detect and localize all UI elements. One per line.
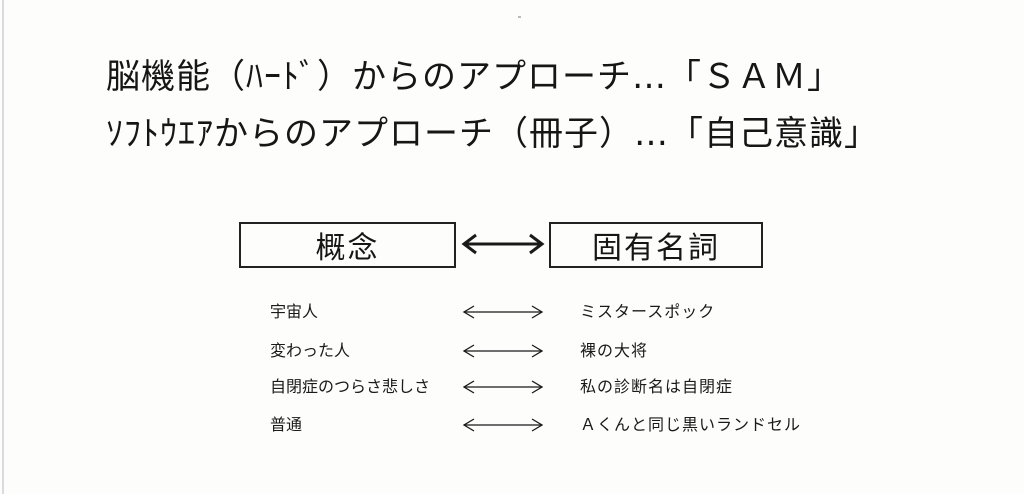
heading-software-approach: ｿﾌﾄｳｴｱからのアプローチ（冊子）…「自己意識」 [106,114,879,154]
double-arrow-icon [461,233,545,255]
heading-hardware-approach: 脳機能（ﾊｰﾄﾞ）からのアプローチ…「ＳＡＭ」 [106,57,842,97]
pair-right-term: ミスタースポック [580,302,716,321]
double-arrow-icon [462,418,544,432]
double-arrow-icon [462,380,544,394]
pair-left-term: 自閉症のつらさ悲しさ [270,377,431,396]
double-arrow-icon [462,305,544,319]
pair-right-term: Ａくんと同じ黒いランドセル [580,415,802,434]
pair-row: 宇宙人 ミスタースポック [0,299,1024,325]
scan-speck [518,16,521,18]
page-edge-line [2,0,4,494]
pair-right-term: 私の診断名は自閉症 [580,377,734,396]
pair-right-term: 裸の大将 [580,341,649,360]
pair-row: 自閉症のつらさ悲しさ 私の診断名は自閉症 [0,374,1024,400]
concept-box: 概念 [239,222,456,268]
pair-left-term: 宇宙人 [270,302,319,321]
pair-left-term: 変わった人 [270,341,351,360]
pair-row: 普通 Ａくんと同じ黒いランドセル [0,412,1024,438]
pair-left-term: 普通 [270,415,303,434]
double-arrow-icon [462,344,544,358]
proper-noun-box: 固有名詞 [549,222,763,268]
pair-row: 変わった人 裸の大将 [0,338,1024,364]
